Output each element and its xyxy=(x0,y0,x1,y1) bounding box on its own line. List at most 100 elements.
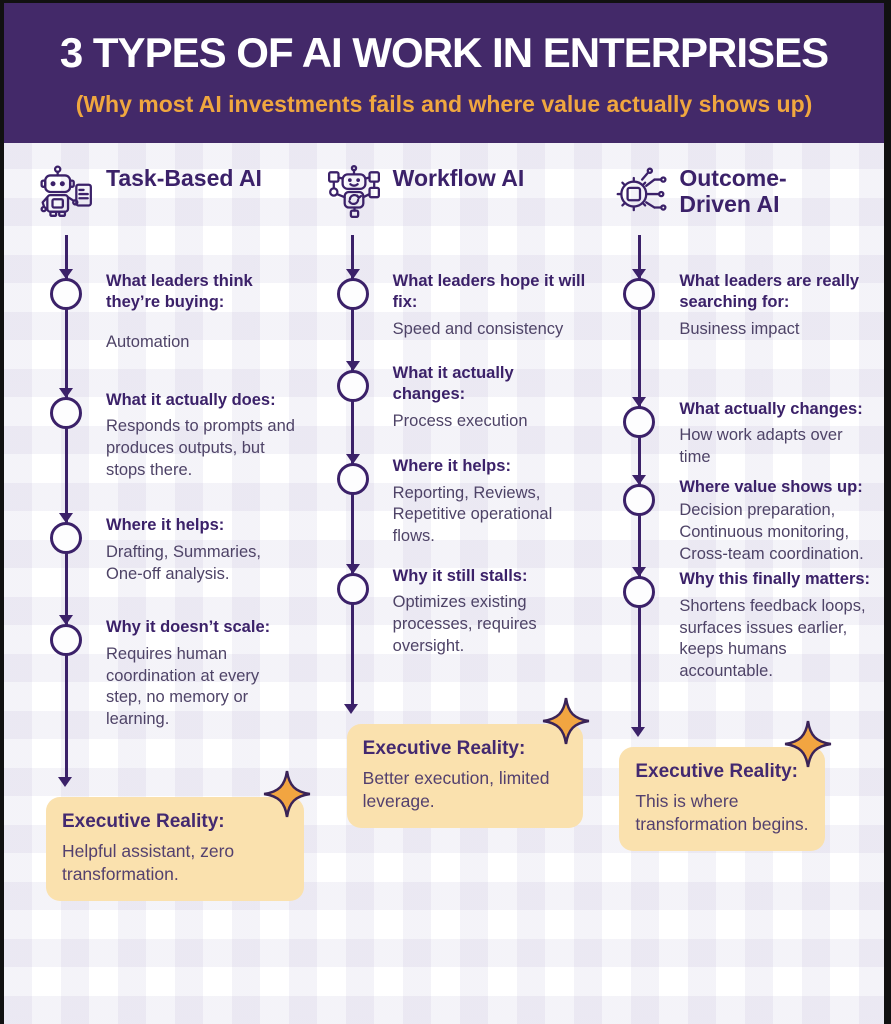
timeline-end-arrow xyxy=(57,776,72,787)
timeline-step: What actually changes: How work adapts o… xyxy=(611,396,872,469)
timeline-step: What leaders hope it will fix: Speed and… xyxy=(325,269,586,341)
timeline-step: Why it doesn’t scale: Requires human coo… xyxy=(38,615,299,731)
reality-label: Executive Reality: xyxy=(362,737,526,759)
step-heading: Why it doesn’t scale: xyxy=(106,618,271,637)
step-body: Decision preparation, Continuous monitor… xyxy=(679,501,864,563)
arrow-down-icon xyxy=(345,564,360,575)
columns-container: Task-Based AI What leaders think they’re… xyxy=(4,143,884,902)
arrow-down-icon xyxy=(632,474,647,485)
sparkle-star-icon xyxy=(541,696,591,746)
step-heading: What it actually does: xyxy=(106,390,276,409)
timeline: What leaders hope it will fix: Speed and… xyxy=(325,235,586,714)
timeline-circle-node xyxy=(623,576,656,609)
step-heading: What leaders are really searching for: xyxy=(679,272,860,312)
step-heading: What leaders think they’re buying: xyxy=(106,272,253,312)
timeline-step: Where it helps: Drafting, Summaries, One… xyxy=(38,513,299,585)
column-outcome-driven-ai: Outcome-Driven AI What leaders are reall… xyxy=(611,163,872,901)
arrow-down-icon xyxy=(59,269,73,279)
column-title: Workflow AI xyxy=(392,165,525,191)
gear-chip-icon xyxy=(611,163,669,221)
timeline-step: What it actually does: Responds to promp… xyxy=(38,387,299,482)
timeline-marker xyxy=(38,387,94,482)
step-body: Speed and consistency xyxy=(392,319,564,338)
step-heading: Why this finally matters: xyxy=(679,570,871,589)
column-header: Outcome-Driven AI xyxy=(611,163,872,235)
executive-reality-card: Executive Reality: Better execution, lim… xyxy=(346,697,589,829)
arrow-down-icon xyxy=(632,396,647,407)
arrow-down-icon xyxy=(632,567,647,578)
timeline-circle-node xyxy=(336,463,369,496)
timeline: What leaders think they’re buying: Autom… xyxy=(38,235,299,787)
timeline-circle-node xyxy=(50,278,82,310)
step-heading: What actually changes: xyxy=(679,399,863,418)
arrow-down-icon xyxy=(630,726,645,737)
step-heading: Where it helps: xyxy=(392,457,511,476)
reality-label: Executive Reality: xyxy=(62,810,225,832)
timeline-step: What leaders are really searching for: B… xyxy=(611,269,872,341)
arrow-down-icon xyxy=(59,387,73,398)
timeline-circle-node xyxy=(50,624,82,657)
step-body: Requires human coordination at every ste… xyxy=(106,644,260,729)
timeline-marker xyxy=(611,567,667,683)
arrow-down-icon xyxy=(345,454,360,465)
timeline-circle-node xyxy=(336,573,369,606)
page-subtitle: (Why most AI investments fails and where… xyxy=(75,90,813,117)
timeline-step: What leaders think they’re buying: Autom… xyxy=(38,269,299,354)
timeline-step: Why it still stalls: Optimizes existing … xyxy=(325,564,586,658)
robot-document-icon xyxy=(38,163,96,221)
step-body: Process execution xyxy=(392,411,528,430)
timeline-marker xyxy=(325,269,381,341)
sparkle-star-icon xyxy=(262,769,312,819)
step-heading: Where value shows up: xyxy=(679,477,863,496)
column-workflow-ai: Workflow AI What leaders hope it will fi… xyxy=(325,163,589,901)
arrow-down-icon xyxy=(345,269,360,279)
timeline-circle-node xyxy=(623,405,656,438)
reality-label: Executive Reality: xyxy=(635,760,798,782)
header-banner: 3 TYPES OF AI WORK IN ENTERPRISES (Why m… xyxy=(4,3,884,143)
timeline-marker xyxy=(38,269,94,354)
step-heading: What it actually changes: xyxy=(392,363,514,404)
arrow-down-icon xyxy=(344,703,359,714)
timeline-marker xyxy=(611,474,667,566)
arrow-down-icon xyxy=(345,360,360,371)
timeline-end-arrow xyxy=(344,703,359,714)
timeline-marker xyxy=(325,360,381,433)
step-heading: What leaders hope it will fix: xyxy=(392,272,586,312)
step-heading: Why it still stalls: xyxy=(392,567,528,586)
step-body: How work adapts over time xyxy=(679,426,843,466)
step-body: Responds to prompts and produces outputs… xyxy=(106,417,295,479)
timeline-marker xyxy=(611,269,667,341)
sparkle-star-icon xyxy=(783,719,833,769)
executive-reality-card: Executive Reality: Helpful assistant, ze… xyxy=(46,770,311,902)
timeline-circle-node xyxy=(623,278,656,310)
reality-body: This is where transformation begins. xyxy=(635,790,809,834)
timeline-marker xyxy=(325,564,381,658)
timeline-end-arrow xyxy=(630,726,645,737)
step-body: Optimizes existing processes, requires o… xyxy=(392,593,537,655)
timeline-step: What it actually changes: Process execut… xyxy=(325,360,586,433)
reality-body: Helpful assistant, zero transformation. xyxy=(62,840,235,884)
column-title: Task-Based AI xyxy=(106,165,262,191)
step-body: Business impact xyxy=(679,319,800,338)
column-header: Workflow AI xyxy=(325,163,586,235)
timeline-marker xyxy=(38,615,94,731)
column-header: Task-Based AI xyxy=(38,163,299,235)
arrow-down-icon xyxy=(57,776,72,787)
arrow-down-icon xyxy=(59,615,73,626)
page-title: 3 TYPES OF AI WORK IN ENTERPRISES xyxy=(59,28,829,76)
timeline-circle-node xyxy=(336,369,369,402)
timeline-marker xyxy=(38,513,94,585)
column-task-based-ai: Task-Based AI What leaders think they’re… xyxy=(38,163,311,902)
step-body: Reporting, Reviews, Repetitive operation… xyxy=(392,483,553,546)
timeline-step: Where value shows up: Decision preparati… xyxy=(611,474,872,566)
step-body: Shortens feedback loops, surfaces issues… xyxy=(679,596,866,681)
step-body: Drafting, Summaries, One-off analysis. xyxy=(106,542,261,583)
timeline-step: Why this finally matters: Shortens feedb… xyxy=(611,567,872,683)
timeline: What leaders are really searching for: B… xyxy=(611,235,872,737)
timeline-marker xyxy=(325,454,381,548)
timeline-circle-node xyxy=(50,522,82,555)
workflow-robot-icon xyxy=(325,163,383,221)
timeline-marker xyxy=(611,396,667,469)
executive-reality-card: Executive Reality: This is where transfo… xyxy=(619,720,832,852)
arrow-down-icon xyxy=(59,513,73,524)
